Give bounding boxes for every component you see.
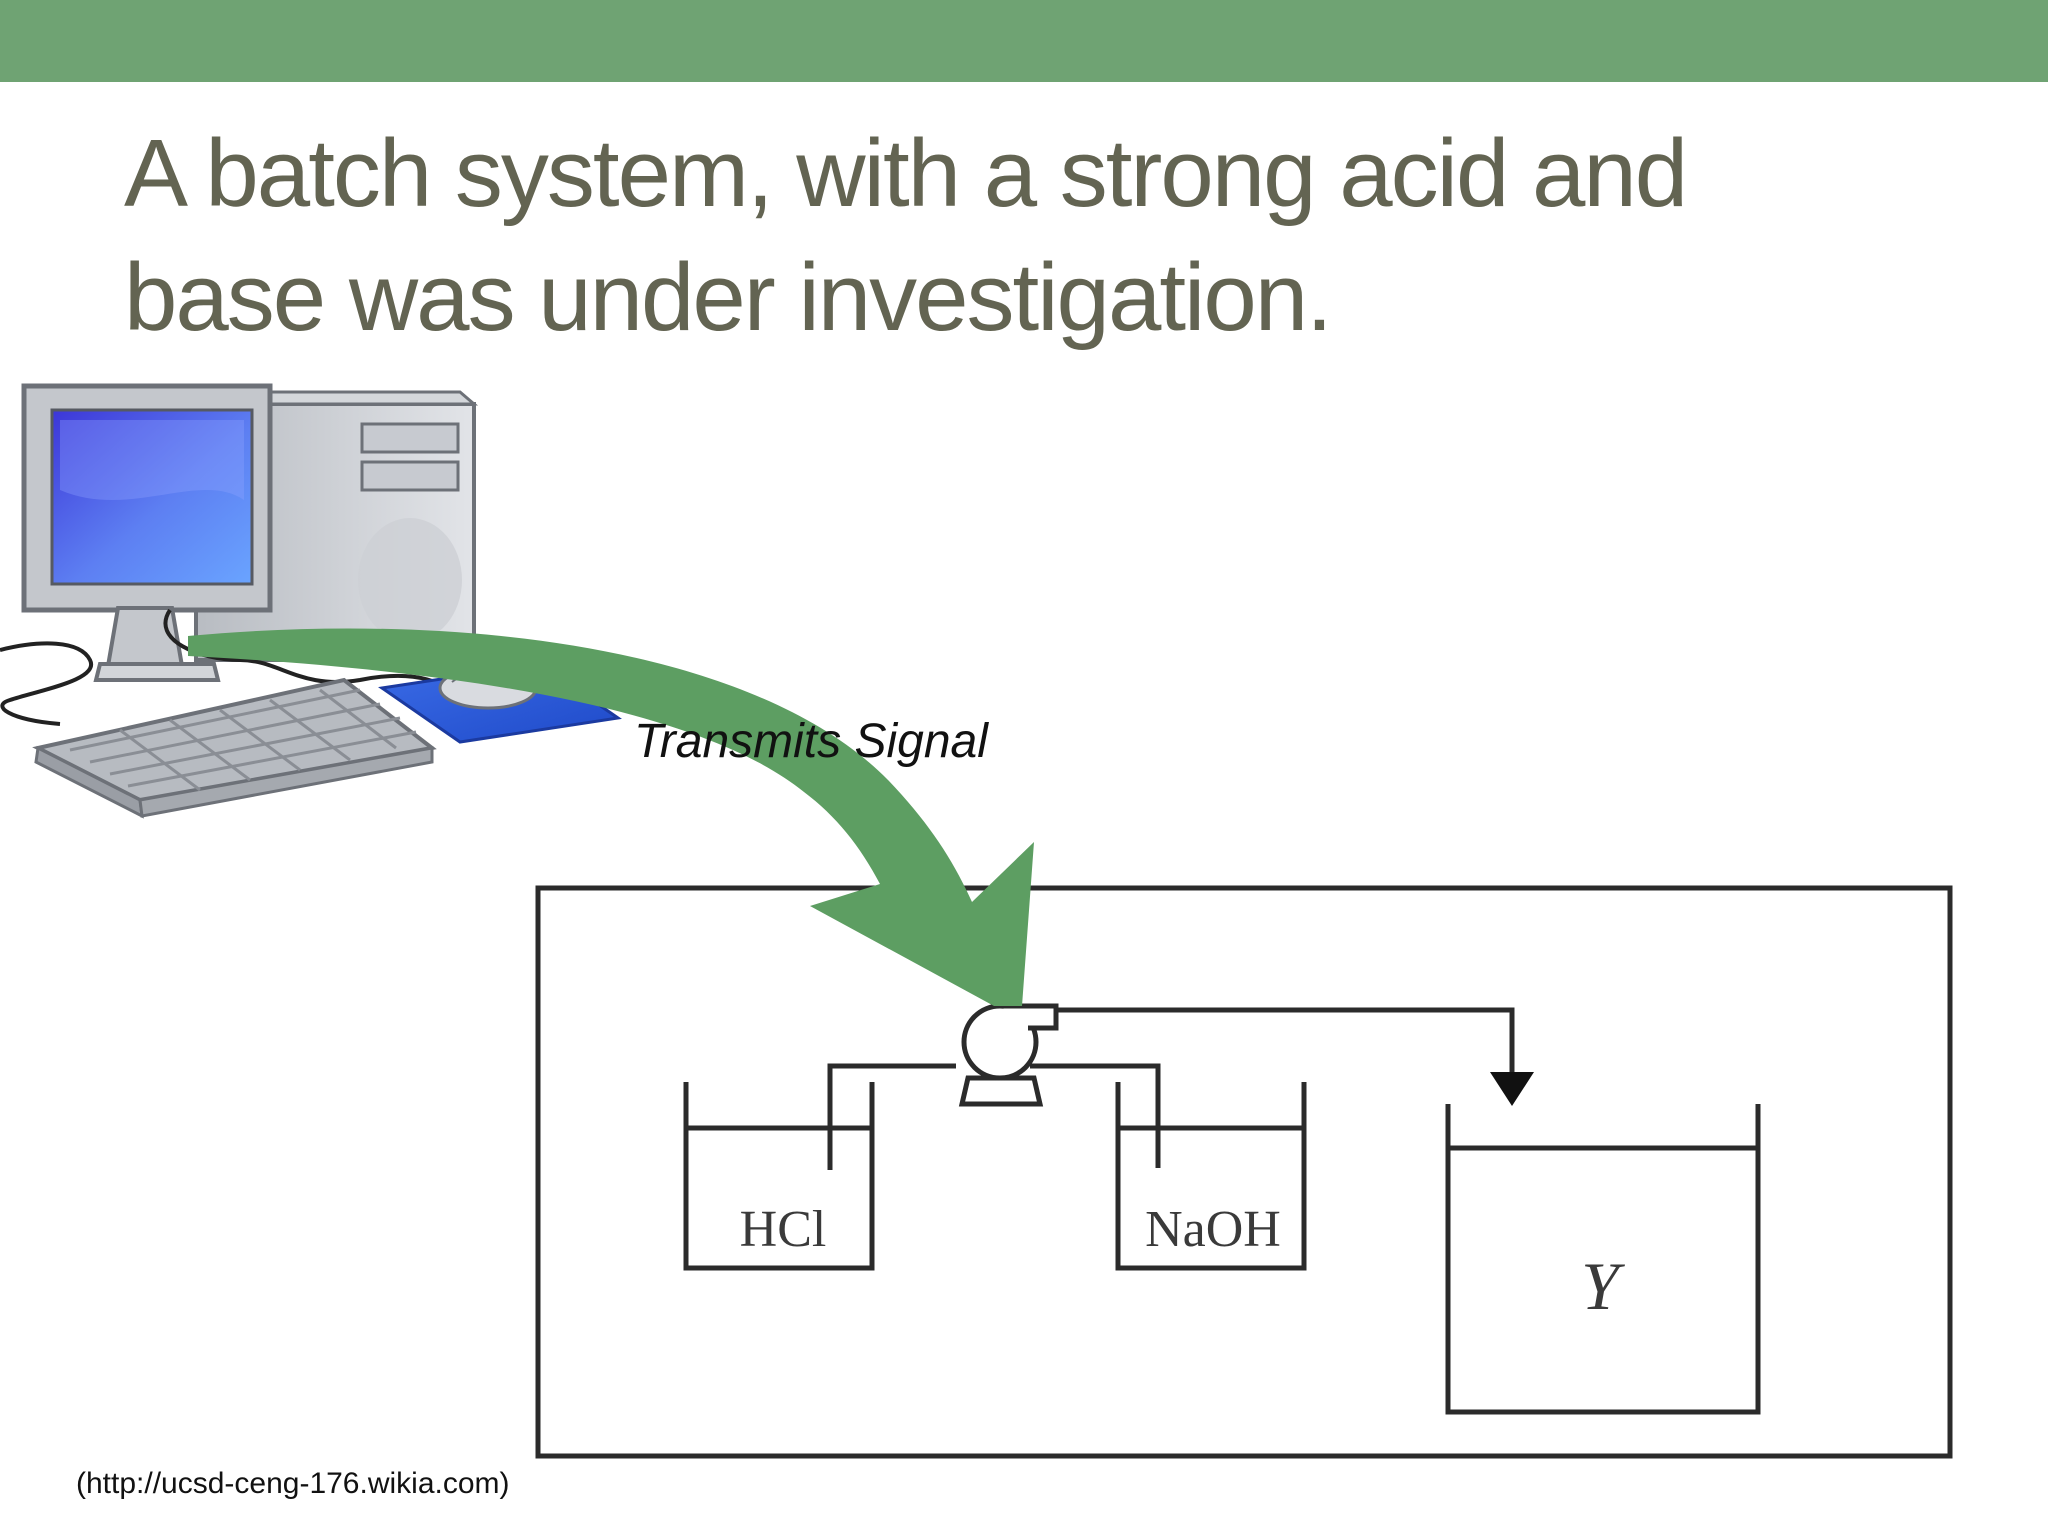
slide-title-line-1: A batch system, with a strong acid and — [124, 120, 1688, 227]
piping — [827, 1007, 1515, 1170]
hcl-tank — [683, 1082, 875, 1271]
computer-monitor — [21, 383, 273, 682]
naoh-tank — [1115, 1082, 1307, 1271]
signal-arrow — [188, 628, 1034, 1006]
computer-icon — [0, 383, 622, 819]
header-bar — [0, 0, 2048, 82]
naoh-label: NaOH — [1145, 1201, 1281, 1258]
slide-title: A batch system, with a strong acid and b… — [124, 112, 1904, 360]
signal-label: Transmits Signal — [634, 715, 988, 768]
flow-arrowhead — [1490, 1072, 1534, 1106]
slide-title-line-2: base was under investigation. — [124, 244, 1333, 351]
product-label: Y — [1581, 1248, 1619, 1324]
source-note: (http://ucsd-ceng-176.wikia.com) — [76, 1467, 510, 1500]
pump-icon — [958, 1003, 1059, 1107]
hcl-label: HCl — [739, 1201, 827, 1258]
system-frame — [535, 885, 1953, 1459]
product-tank — [1445, 1104, 1761, 1415]
computer-keyboard — [32, 677, 437, 819]
